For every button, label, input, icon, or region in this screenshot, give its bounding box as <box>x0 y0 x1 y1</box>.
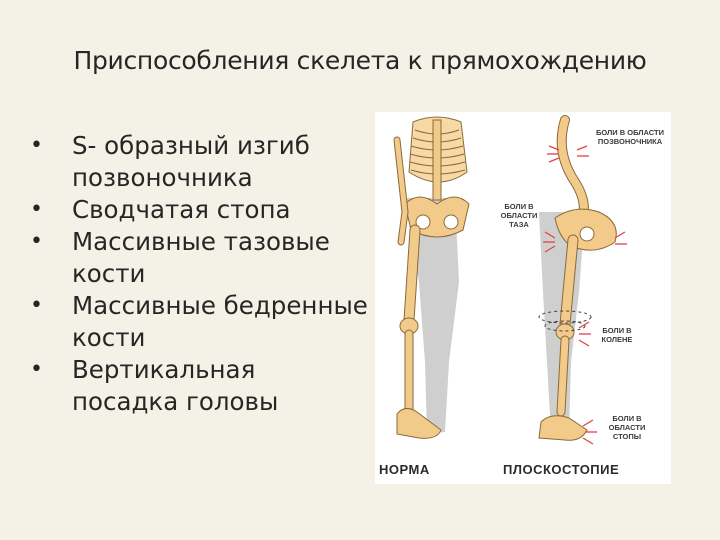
pain-foot-label: БОЛИ В ОБЛАСТИ СТОПЫ <box>608 414 646 441</box>
pain-knee-label: БОЛИ В КОЛЕНЕ <box>601 326 633 344</box>
pain-spine-label: БОЛИ В ОБЛАСТИ ПОЗВОНОЧНИКА <box>595 128 664 146</box>
flatfoot-skeleton <box>538 115 617 441</box>
bullet-item: • S- образный изгиб позвоночника <box>28 130 368 194</box>
slide-title: Приспособления скелета к прямохождению <box>73 46 647 75</box>
pain-markers <box>543 145 627 445</box>
bullet-dot-icon: • <box>30 357 43 382</box>
bullet-text: S- образный изгиб позвоночника <box>72 131 310 192</box>
pain-spine-marker <box>547 145 589 163</box>
bullet-text: Вертикальная посадка головы <box>72 355 279 416</box>
pain-knee-marker <box>578 321 591 347</box>
bullet-item: • Вертикальная посадка головы <box>28 354 368 418</box>
bullet-dot-icon: • <box>30 229 43 254</box>
bullet-dot-icon: • <box>30 133 43 158</box>
bullet-dot-icon: • <box>30 197 43 222</box>
bullet-text: Массивные бедренные кости <box>72 291 368 352</box>
bullet-text: Массивные тазовые кости <box>72 227 330 288</box>
pain-foot-marker <box>582 419 597 445</box>
bullet-dot-icon: • <box>30 293 43 318</box>
bullet-item: • Массивные бедренные кости <box>28 290 368 354</box>
flatfoot-label: ПЛОСКОСТОПИЕ <box>503 462 620 477</box>
pain-pelvis-label: БОЛИ В ОБЛАСТИ ТАЗА <box>500 202 538 229</box>
pain-pelvis-marker <box>543 231 627 253</box>
bullet-text: Сводчатая стопа <box>72 195 291 224</box>
skeleton-drawing <box>393 115 627 445</box>
normal-label: НОРМА <box>379 462 430 477</box>
bullet-item: • Сводчатая стопа <box>28 194 368 226</box>
bullet-list: • S- образный изгиб позвоночника • Сводчат… <box>28 130 368 418</box>
skeleton-illustration: БОЛИ В ОБЛАСТИ ПОЗВОНОЧНИКА БОЛИ В ОБЛАС… <box>375 112 671 484</box>
normal-skeleton <box>393 116 470 439</box>
bullet-item: • Массивные тазовые кости <box>28 226 368 290</box>
